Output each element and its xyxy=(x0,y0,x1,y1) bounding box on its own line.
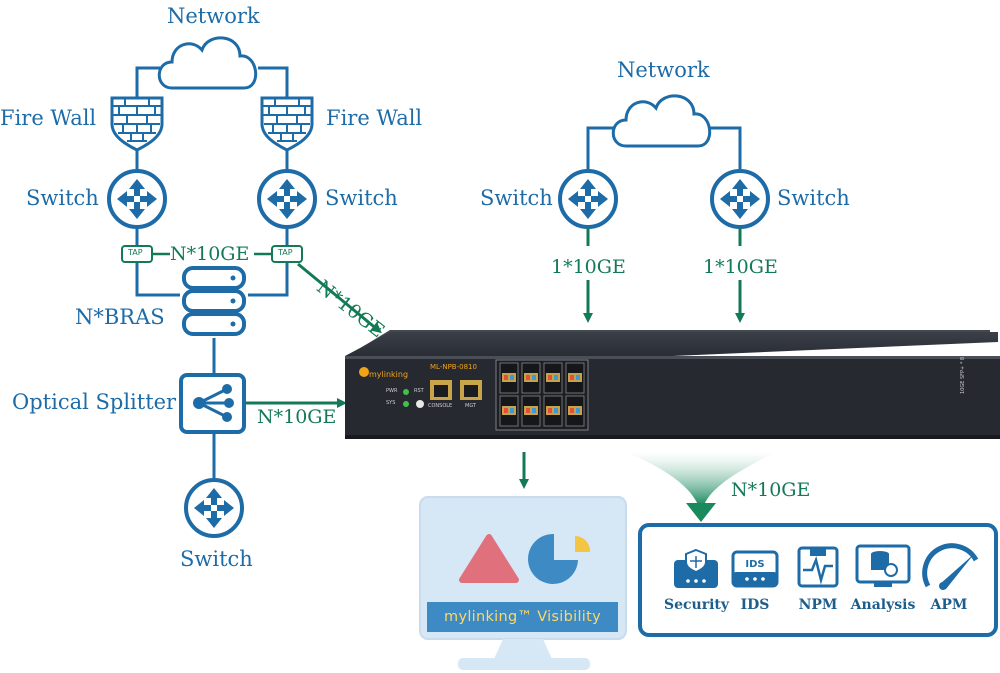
optical-splitter-icon xyxy=(179,373,246,434)
sfp-port xyxy=(565,362,585,394)
sfp-port xyxy=(521,362,541,394)
console-port xyxy=(430,380,452,400)
npm-icon xyxy=(797,546,839,588)
sfp-port xyxy=(499,395,519,427)
visibility-banner: mylinking™ Visibility xyxy=(427,602,618,632)
tap-right-icon xyxy=(271,245,303,263)
device-side-label: 10GE SFP+ * 8 xyxy=(960,356,966,394)
tool-label-ids: IDS xyxy=(740,597,770,613)
tap-to-device-arrow xyxy=(297,262,382,334)
packet-broker-device xyxy=(345,330,1000,439)
link-left-label: 1*10GE xyxy=(551,256,626,278)
link-right-label: 1*10GE xyxy=(703,256,778,278)
switch-right-b-label: Switch xyxy=(777,186,850,210)
switch-bottom-icon xyxy=(184,478,244,538)
device-model: ML-NPB-0810 xyxy=(430,363,477,371)
sfp-port xyxy=(543,362,563,394)
switch-right-label: Switch xyxy=(325,186,398,210)
sfp-port xyxy=(499,362,519,394)
sfp-port xyxy=(565,395,585,427)
triangle-chart-icon xyxy=(459,534,519,583)
mgt-port xyxy=(460,380,482,400)
rst-label: RST xyxy=(414,388,424,394)
sfp-port xyxy=(543,395,563,427)
tap-right-label: TAP xyxy=(278,248,293,257)
right-topology-links xyxy=(586,126,742,170)
network-right-label: Network xyxy=(617,58,710,82)
network-cloud-right-icon xyxy=(611,94,712,148)
splitter-to-device-label: N*10GE xyxy=(257,406,337,428)
bras-server-stack-icon xyxy=(182,266,246,336)
firewall-right-icon xyxy=(260,96,314,152)
security-device-icon xyxy=(674,548,718,588)
sys-label: SYS xyxy=(386,400,396,406)
pie-slice-icon xyxy=(575,535,591,552)
network-cloud-left-icon xyxy=(157,36,258,90)
tap-left-label: TAP xyxy=(128,248,143,257)
tap-link-label: N*10GE xyxy=(170,243,250,265)
pwr-led xyxy=(403,389,409,395)
switch-left-label: Switch xyxy=(26,186,99,210)
apm-gauge-icon xyxy=(922,543,979,590)
sfp-port xyxy=(521,395,541,427)
analysis-icon xyxy=(855,544,911,587)
device-brand: mylinking xyxy=(369,370,409,379)
splitter-label: Optical Splitter xyxy=(12,390,177,414)
firewall-left-label: Fire Wall xyxy=(0,106,97,130)
rst-button xyxy=(416,400,424,408)
ids-device-icon: IDS xyxy=(731,550,779,588)
switch-left-icon xyxy=(107,169,167,229)
console-label: CONSOLE xyxy=(428,403,453,409)
bras-label: N*BRAS xyxy=(75,305,165,329)
switch-right-a-icon xyxy=(558,169,618,229)
switch-right-b-icon xyxy=(710,169,770,229)
tool-label-analysis: Analysis xyxy=(850,597,916,613)
mgt-label: MGT xyxy=(465,403,477,409)
pie-chart-icon xyxy=(528,533,578,584)
to-tools-label: N*10GE xyxy=(731,479,811,501)
visibility-monitor-icon xyxy=(419,496,627,670)
network-left-label: Network xyxy=(167,4,260,28)
brand-logo-icon xyxy=(359,367,369,377)
tap-left-icon xyxy=(121,245,153,263)
tool-label-npm: NPM xyxy=(798,597,838,613)
firewall-left-icon xyxy=(110,96,164,152)
tools-fan-arrow-icon xyxy=(626,452,776,522)
sys-led xyxy=(403,401,409,407)
firewall-right-label: Fire Wall xyxy=(326,106,423,130)
tool-label-security: Security xyxy=(664,597,730,613)
pwr-label: PWR xyxy=(386,388,398,394)
switch-right-a-label: Switch xyxy=(480,186,553,210)
switch-right-icon xyxy=(257,169,317,229)
bottom-switch-label: Switch xyxy=(180,547,253,571)
tool-label-apm: APM xyxy=(930,597,968,613)
svg-text:IDS: IDS xyxy=(745,559,764,570)
